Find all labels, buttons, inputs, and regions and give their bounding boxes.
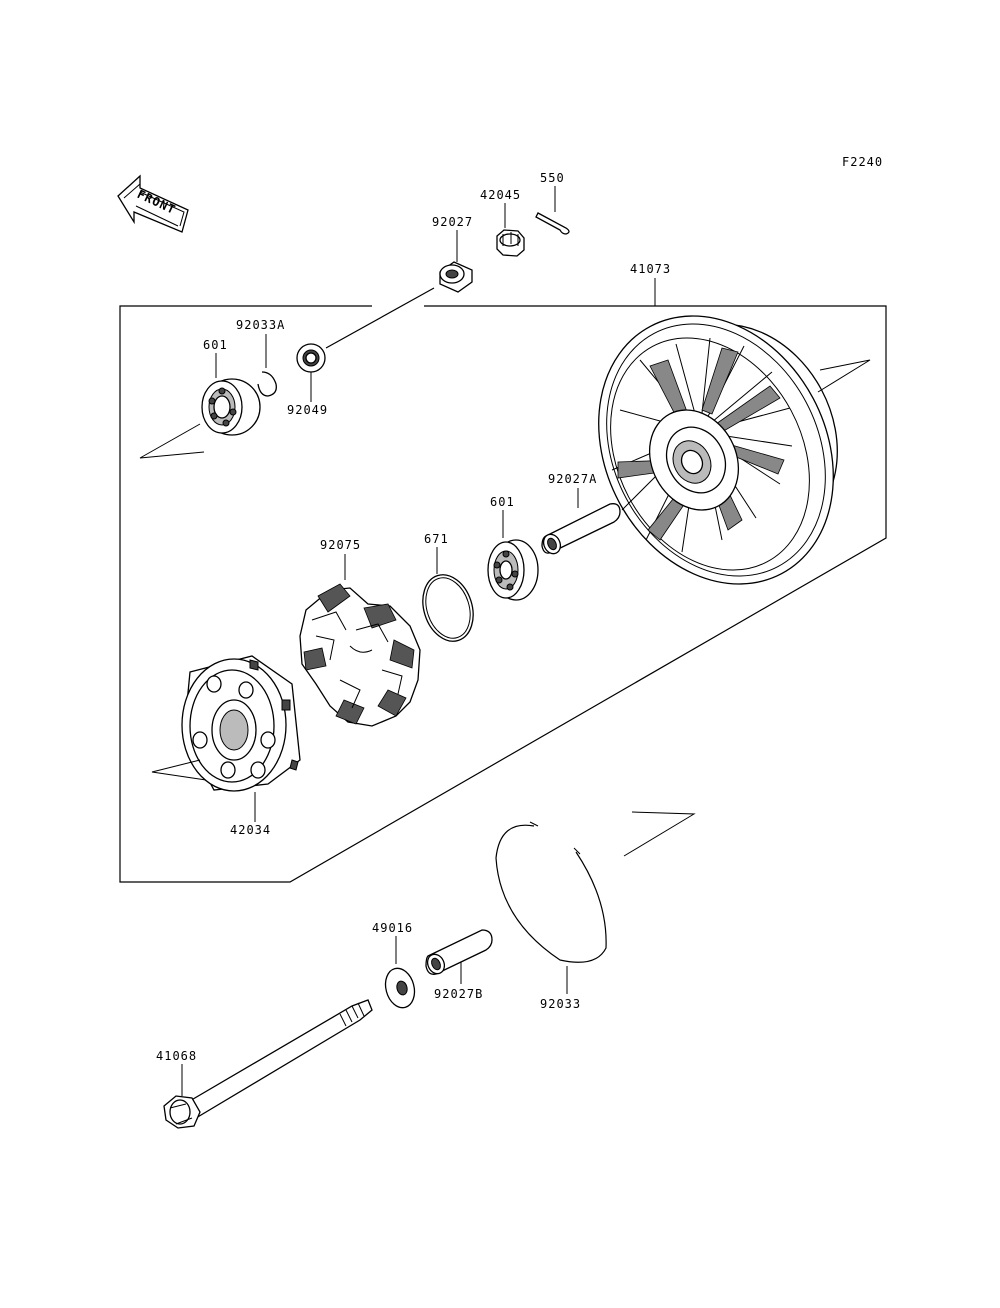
part-92075: 92075 xyxy=(299,538,421,727)
label-42034: 42034 xyxy=(230,823,271,837)
part-49016: 49016 xyxy=(372,921,416,1009)
part-550: 550 xyxy=(535,171,570,235)
part-42045: 42045 xyxy=(480,188,525,257)
front-arrow-icon: FRONT xyxy=(117,174,189,233)
part-92033: 92033 xyxy=(495,821,607,1011)
part-41073-wheel: 41073 xyxy=(598,262,838,585)
label-42045: 42045 xyxy=(480,188,521,202)
label-601-top: 601 xyxy=(203,338,228,352)
label-41073: 41073 xyxy=(630,262,671,276)
label-671: 671 xyxy=(424,532,449,546)
part-41068: 41068 xyxy=(156,999,373,1129)
label-92027B: 92027B xyxy=(434,987,483,1001)
part-92033A: 92033A xyxy=(236,318,285,397)
part-92027B: 92027B xyxy=(425,929,493,1001)
part-92049: 92049 xyxy=(287,343,328,417)
label-92027: 92027 xyxy=(432,215,473,229)
label-550: 550 xyxy=(540,171,565,185)
part-92027A: 92027A xyxy=(541,472,621,555)
part-671: 671 xyxy=(422,532,474,642)
label-92033A: 92033A xyxy=(236,318,285,332)
figure-code: F2240 xyxy=(842,155,883,169)
assembly-frame xyxy=(119,305,887,883)
label-92049: 92049 xyxy=(287,403,328,417)
part-601-mid: 601 xyxy=(487,495,539,601)
label-92033: 92033 xyxy=(540,997,581,1011)
label-92075: 92075 xyxy=(320,538,361,552)
label-92027A: 92027A xyxy=(548,472,597,486)
label-601-mid: 601 xyxy=(490,495,515,509)
part-42034: 42034 xyxy=(181,655,301,837)
label-49016: 49016 xyxy=(372,921,413,935)
part-92027: 92027 xyxy=(432,215,473,293)
part-601-top: 601 xyxy=(201,338,261,436)
label-41068: 41068 xyxy=(156,1049,197,1063)
